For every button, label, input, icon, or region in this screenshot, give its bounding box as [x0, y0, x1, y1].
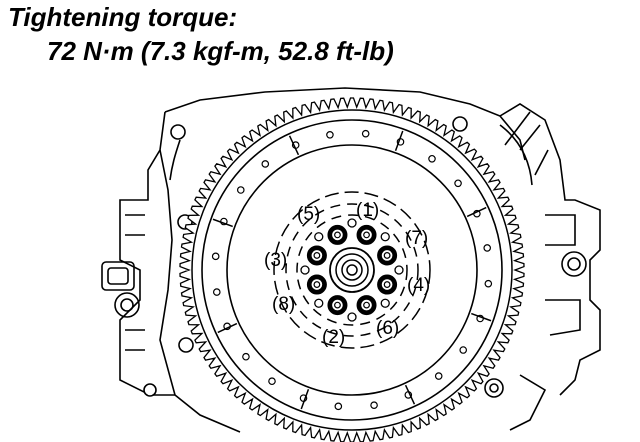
flywheel-bolt-center — [383, 281, 391, 288]
flywheel-hole — [211, 252, 220, 261]
bolt-label-5: (5) — [297, 204, 320, 225]
flywheel-hole — [484, 279, 493, 288]
flywheel-hole — [428, 154, 436, 163]
dowel-pin — [314, 298, 324, 308]
flywheel-hole — [242, 352, 250, 361]
dowel-pin — [380, 232, 390, 242]
flywheel-hole — [361, 129, 370, 138]
flywheel-bolt-center — [363, 231, 370, 239]
flywheel-slot — [404, 384, 416, 405]
inner-dashed-ring — [296, 214, 408, 326]
bolt-label-8: (8) — [272, 294, 295, 315]
flywheel-slot — [471, 312, 492, 322]
engine-housing — [101, 87, 601, 433]
bolt-label-6: (6) — [376, 318, 399, 339]
dowel-pin — [314, 232, 324, 242]
bolt-label-4: (4) — [407, 275, 430, 296]
flywheel-bolt-center — [313, 281, 321, 288]
flywheel-hole — [434, 372, 443, 380]
torque-heading: Tightening torque: — [8, 2, 238, 32]
flywheel-bolts — [300, 218, 404, 322]
bolt-sequence-labels: (1) (2) (3) (4) (5) (6) (7) (8) — [264, 200, 430, 348]
ring-gear-inner-edge — [191, 109, 513, 431]
flywheel-slot — [217, 322, 238, 334]
hub-center — [346, 264, 358, 276]
flywheel-hole — [454, 179, 462, 188]
flywheel-bolt-center — [313, 252, 321, 259]
flywheel-bolt-center — [363, 301, 370, 309]
flywheel-slot — [394, 130, 404, 151]
flywheel-hole — [459, 346, 468, 354]
flywheel-hole — [212, 288, 221, 296]
flywheel-bolt-center — [383, 252, 391, 259]
flywheel-bolt-center — [334, 301, 341, 309]
bolt-label-7: (7) — [405, 228, 428, 249]
flywheel-hole — [334, 402, 343, 411]
flywheel-outer-ring — [201, 119, 503, 421]
flywheel-hole — [370, 401, 378, 410]
flywheel-hole — [483, 244, 492, 252]
dowel-pin — [347, 312, 357, 322]
flywheel-hole — [236, 186, 245, 194]
flywheel-slot — [466, 206, 487, 218]
bolt-label-2: (2) — [322, 327, 345, 348]
inner-dashed-ring — [285, 203, 419, 337]
flywheel-hole — [261, 160, 270, 168]
dowel-pin — [347, 218, 357, 228]
dowel-pin — [394, 265, 404, 275]
flywheel-slot — [212, 218, 233, 228]
flywheel-slot — [300, 389, 310, 410]
flywheel-hole — [268, 377, 276, 386]
flywheel-clutch-face — [226, 144, 478, 396]
inner-dashed-ring — [273, 191, 431, 349]
flywheel — [201, 119, 503, 421]
crankshaft-hub — [329, 247, 375, 293]
flywheel-slot — [288, 135, 300, 156]
flywheel-bolt-center — [334, 231, 341, 239]
dowel-pin — [380, 298, 390, 308]
flywheel-hole — [326, 130, 334, 139]
torque-value: 72 N·m (7.3 kgf-m, 52.8 ft-lb) — [47, 36, 394, 66]
hub-ring — [335, 253, 369, 287]
dowel-pin — [300, 265, 310, 275]
bolt-label-1: (1) — [356, 200, 379, 221]
bolt-label-3: (3) — [264, 250, 287, 271]
hub-ring — [341, 259, 363, 281]
